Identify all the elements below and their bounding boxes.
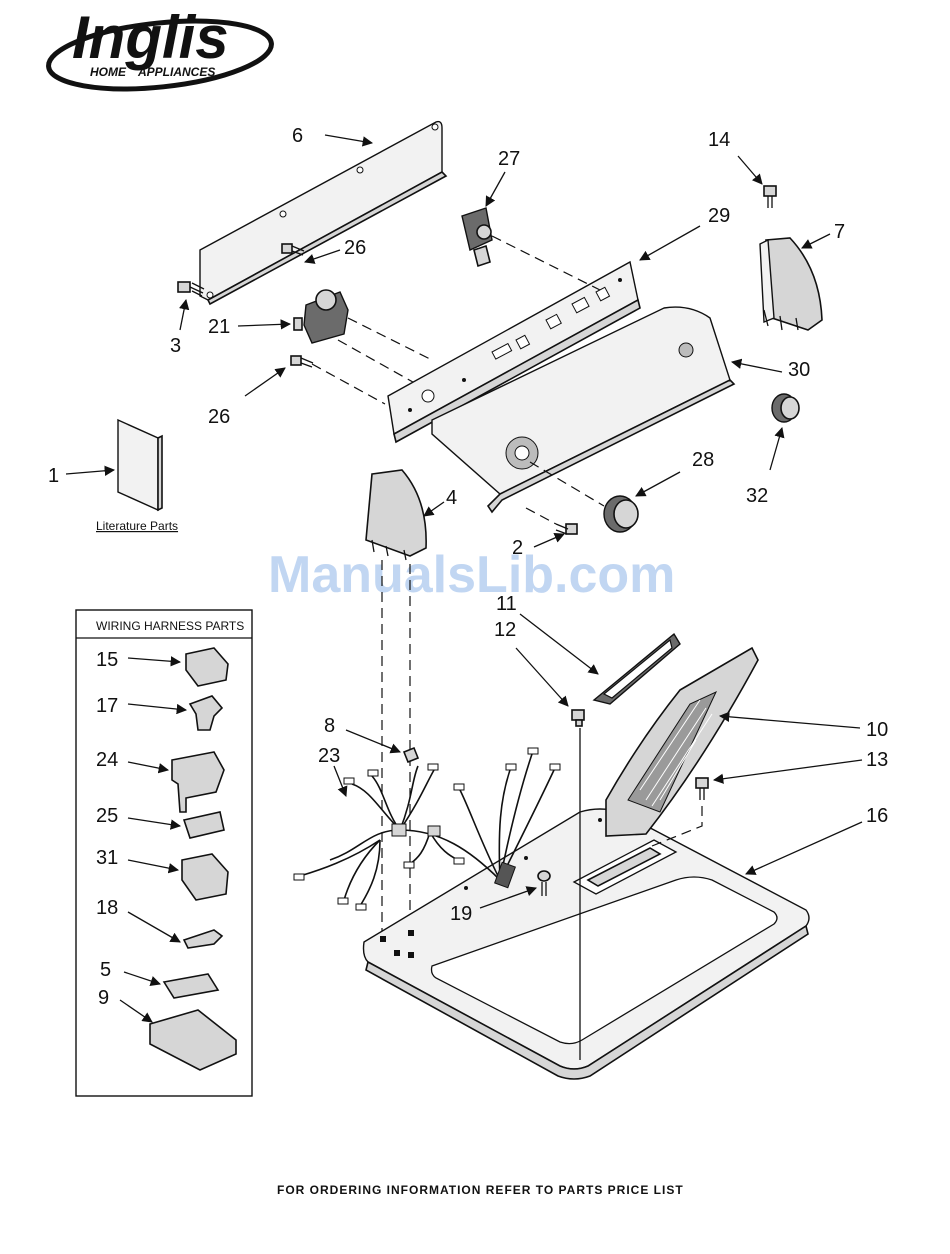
- callout-8: 8: [324, 715, 335, 737]
- callout-6: 6: [292, 125, 303, 147]
- callout-4: 4: [446, 487, 457, 509]
- callout-19: 19: [450, 903, 472, 925]
- callout-12: 12: [494, 619, 516, 641]
- callout-13: 13: [866, 749, 888, 771]
- part-13-screw: [696, 778, 708, 800]
- wiring-harness-box: WIRING HARNESS PARTS 15 17 24 25 31 18 5: [76, 610, 252, 1096]
- callout-7: 7: [834, 221, 845, 243]
- part-1-literature: [118, 420, 162, 510]
- callout-32: 32: [746, 485, 768, 507]
- callout-29: 29: [708, 205, 730, 227]
- part-16-top: [364, 809, 810, 1079]
- literature-parts-label: Literature Parts: [96, 519, 178, 533]
- part-8-clip: [404, 748, 418, 762]
- callout-31: 31: [96, 847, 118, 869]
- callout-14: 14: [708, 129, 730, 151]
- callout-17: 17: [96, 695, 118, 717]
- part-21-switch: [294, 290, 348, 343]
- callout-15: 15: [96, 649, 118, 671]
- footer-note: FOR ORDERING INFORMATION REFER TO PARTS …: [277, 1183, 684, 1197]
- part-11-lint-screen: [594, 634, 680, 704]
- callout-10: 10: [866, 719, 888, 741]
- callout-25: 25: [96, 805, 118, 827]
- callout-26-upper: 26: [344, 237, 366, 259]
- watermark: ManualsLib.com: [268, 546, 675, 604]
- part-6-bracket: [200, 122, 446, 304]
- callout-1: 1: [48, 465, 59, 487]
- callout-5: 5: [100, 959, 111, 981]
- part-2-screw: [556, 524, 577, 534]
- brand-sub-home: HOME: [90, 65, 127, 79]
- part-28-knob: [604, 496, 638, 532]
- callout-23: 23: [318, 745, 340, 767]
- part-26-screw-lower: [291, 356, 313, 367]
- part-12-clip: [572, 710, 584, 726]
- callout-26-lower: 26: [208, 406, 230, 428]
- callout-28: 28: [692, 449, 714, 471]
- harness-box-title: WIRING HARNESS PARTS: [96, 619, 244, 633]
- callout-3: 3: [170, 335, 181, 357]
- callout-9: 9: [98, 987, 109, 1009]
- part-27-control: [462, 208, 492, 266]
- callout-27: 27: [498, 148, 520, 170]
- callout-21: 21: [208, 316, 230, 338]
- brand-sub-appliances: APPLIANCES: [137, 65, 215, 79]
- callout-16: 16: [866, 805, 888, 827]
- part-7-endcap: [760, 238, 822, 330]
- callout-24: 24: [96, 749, 118, 771]
- callout-18: 18: [96, 897, 118, 919]
- callout-30: 30: [788, 359, 810, 381]
- callout-11: 11: [496, 593, 517, 615]
- brand-logo: Inglis HOME APPLIANCES: [45, 4, 274, 99]
- part-32-knob: [772, 394, 799, 422]
- brand-name: Inglis: [72, 4, 229, 71]
- part-14-screw: [764, 186, 776, 208]
